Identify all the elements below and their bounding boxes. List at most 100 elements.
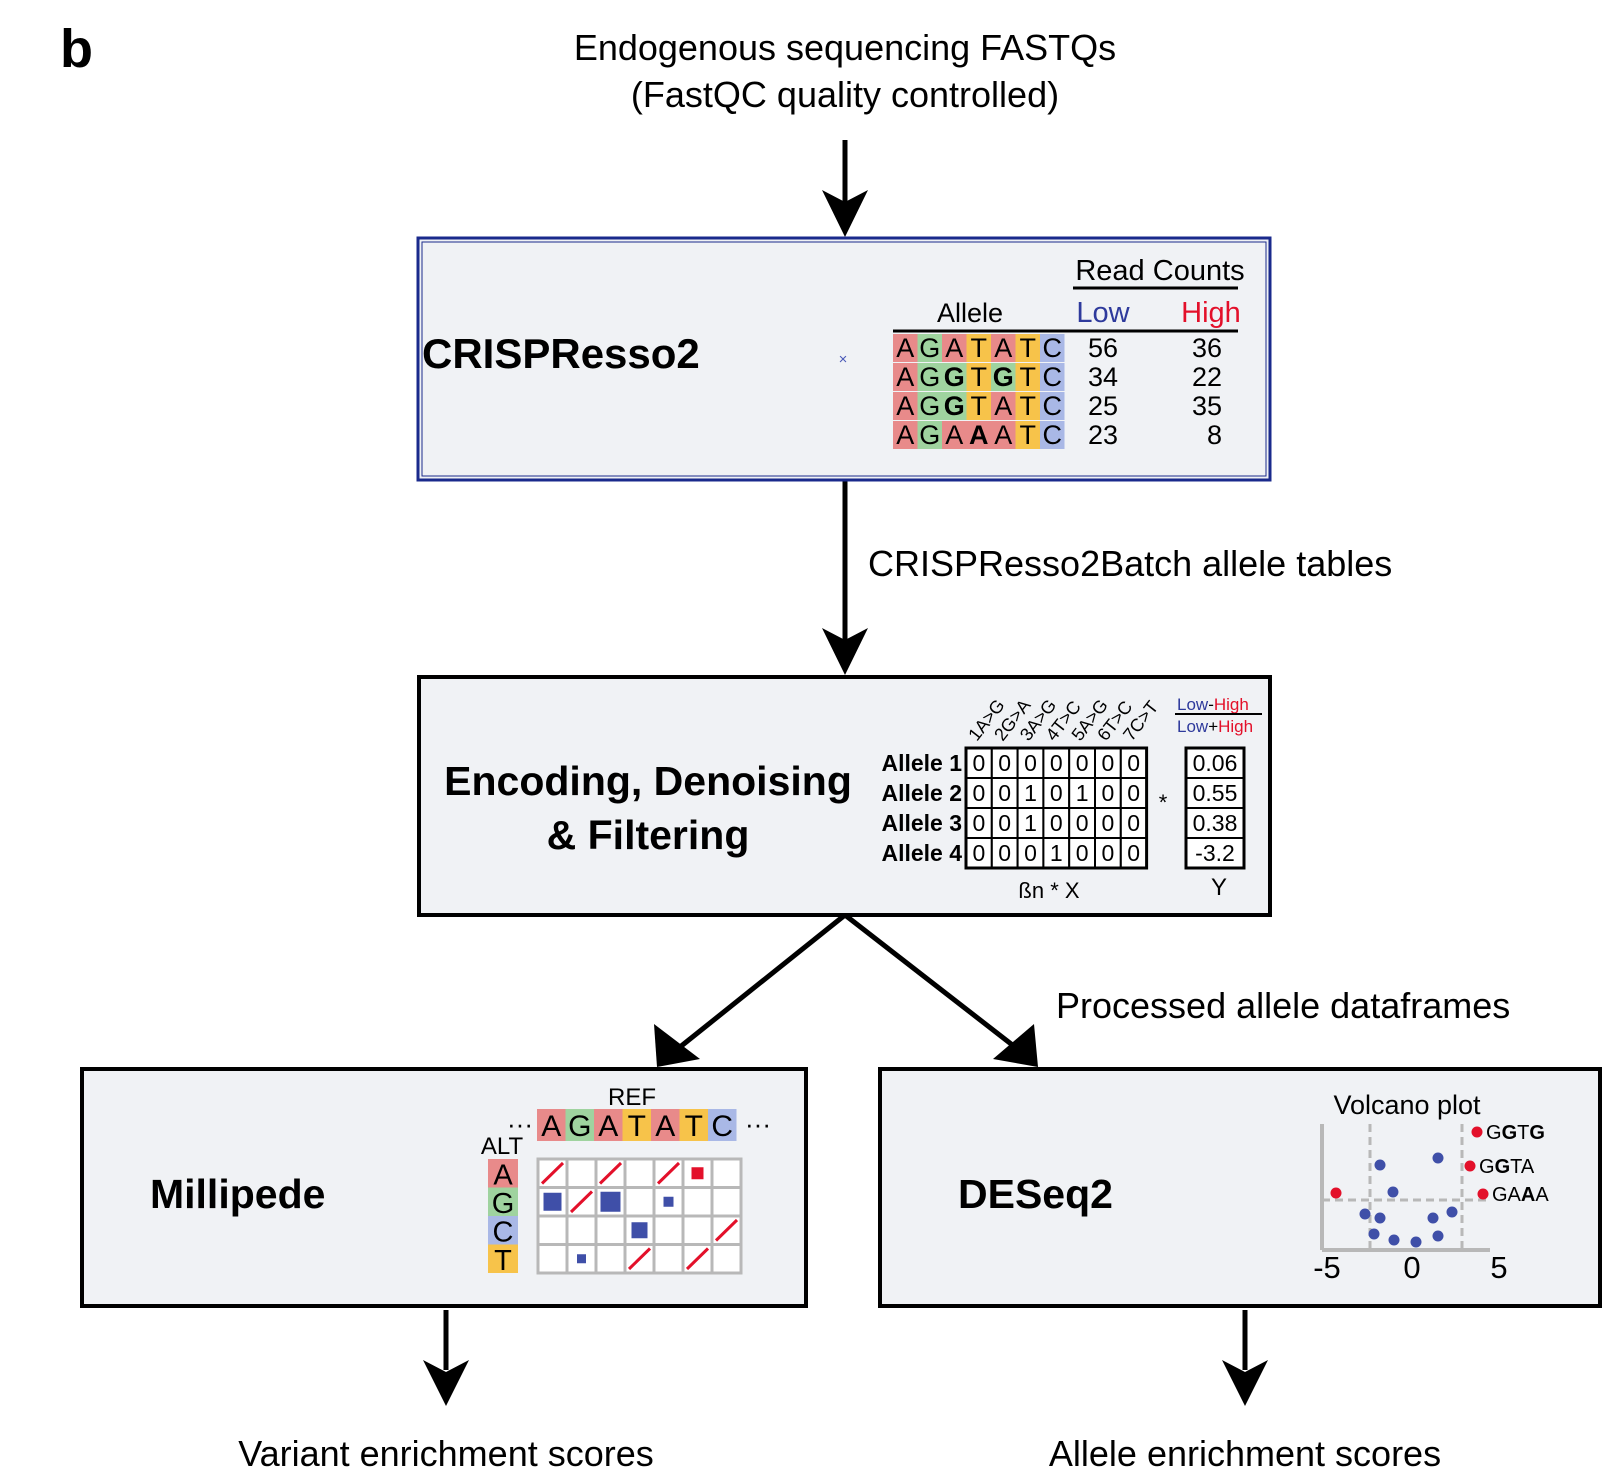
effect-square xyxy=(577,1254,586,1264)
allele-base-cell xyxy=(893,392,918,420)
allele-base-cell xyxy=(917,392,942,420)
x-caption: ßn * X xyxy=(1018,878,1079,903)
volcano-point-label: GGTG xyxy=(1486,1122,1545,1144)
allele-base-letter: A xyxy=(896,362,914,392)
y-value: -3.2 xyxy=(1195,840,1235,866)
allele-base-cell xyxy=(991,363,1016,391)
allele-base-letter: A xyxy=(896,420,914,450)
input-line2: (FastQC quality controlled) xyxy=(631,74,1059,115)
matrix-value: 0 xyxy=(1024,840,1037,866)
allele-row-label: Allele 1 xyxy=(881,750,962,776)
effect-diagonal xyxy=(598,1161,623,1185)
matrix-value: 0 xyxy=(1076,840,1089,866)
allele-row-label: Allele 2 xyxy=(881,780,962,806)
allele-base-letter: C xyxy=(1043,391,1063,421)
y-value: 0.06 xyxy=(1193,750,1238,776)
volcano-point-significant xyxy=(1330,1187,1342,1199)
arrow-crispresso-to-encoding xyxy=(822,480,868,675)
low-count: 56 xyxy=(1088,333,1118,363)
allele-base-cell xyxy=(991,334,1016,362)
matrix-value: 0 xyxy=(1076,750,1089,776)
volcano-point-label: GGTA xyxy=(1479,1156,1535,1178)
deseq-title: DESeq2 xyxy=(958,1171,1113,1217)
encoding-box: Encoding, Denoising & Filtering 1A>G2G>A… xyxy=(417,675,1272,917)
allele-base-letter: T xyxy=(971,362,988,392)
matrix-value: 0 xyxy=(1024,750,1037,776)
allele-base-cell xyxy=(1015,363,1040,391)
ref-base-letter: T xyxy=(628,1110,646,1143)
allele-base-letter: G xyxy=(919,391,940,421)
allele-base-cell xyxy=(1015,334,1040,362)
allele-base-cell xyxy=(942,334,967,362)
high-count: 8 xyxy=(1207,420,1222,450)
matrix-value: 0 xyxy=(1127,780,1140,806)
volcano-point xyxy=(1388,1234,1400,1246)
output-right: Allele enrichment scores xyxy=(1049,1433,1441,1471)
allele-base-letter: A xyxy=(896,333,914,363)
low-label: Low xyxy=(1076,297,1130,329)
alt-base-letter: T xyxy=(494,1245,512,1277)
matrix-value: 0 xyxy=(1102,750,1115,776)
matrix-cell xyxy=(965,807,993,839)
allele-base-letter: T xyxy=(971,391,988,421)
volcano-x-tick: 5 xyxy=(1490,1250,1507,1285)
read-counts-label: Read Counts xyxy=(1075,255,1244,287)
ref-base-cell xyxy=(565,1109,594,1141)
matrix-value: 1 xyxy=(1050,840,1063,866)
volcano-point-significant xyxy=(1464,1160,1476,1172)
allele-base-letter: A xyxy=(994,333,1012,363)
encoding-title-line1: Encoding, Denoising xyxy=(444,758,852,804)
volcano-point xyxy=(1359,1208,1371,1220)
allele-base-letter: T xyxy=(971,333,988,363)
allele-base-cell xyxy=(893,334,918,362)
matrix-cell xyxy=(990,807,1019,839)
matrix-value: 1 xyxy=(1024,810,1037,836)
y-header-denominator: Low+High xyxy=(1177,717,1253,736)
allele-base-cell xyxy=(991,421,1016,449)
alt-label: ALT xyxy=(481,1133,524,1160)
matrix-value: 0 xyxy=(998,810,1011,836)
panel-label: b xyxy=(60,19,93,79)
ref-base-letter: A xyxy=(598,1110,618,1143)
allele-base-cell xyxy=(917,363,942,391)
allele-base-cell xyxy=(966,421,991,449)
matrix-value: 0 xyxy=(998,750,1011,776)
allele-label: Allele xyxy=(937,298,1003,328)
allele-base-letter: C xyxy=(1043,362,1063,392)
allele-base-cell xyxy=(1040,392,1065,420)
volcano-point xyxy=(1432,1230,1444,1242)
volcano-title: Volcano plot xyxy=(1333,1090,1481,1120)
y-den-low: Low xyxy=(1177,717,1209,736)
ref-ellipsis-right: ··· xyxy=(745,1109,771,1139)
allele-base-cell xyxy=(942,363,967,391)
effect-square xyxy=(631,1222,648,1239)
alt-base-cell xyxy=(488,1187,518,1216)
arrow-deseq-to-output xyxy=(1222,1310,1268,1406)
alt-base-cell xyxy=(488,1244,518,1273)
matrix-value: 0 xyxy=(1050,750,1063,776)
matrix-value: 1 xyxy=(1024,780,1037,806)
allele-base-letter: A xyxy=(969,420,989,450)
volcano-x-tick: -5 xyxy=(1313,1250,1341,1285)
volcano-point-significant xyxy=(1471,1126,1483,1138)
arrow-encoding-to-millipede xyxy=(654,913,847,1067)
y-value: 0.55 xyxy=(1193,780,1238,806)
allele-base-cell xyxy=(966,392,991,420)
matrix-value: 0 xyxy=(1102,810,1115,836)
crispresso-title: CRISPResso2 xyxy=(422,330,700,377)
ref-base-letter: G xyxy=(568,1110,591,1143)
high-count: 22 xyxy=(1192,362,1222,392)
matrix-value: 0 xyxy=(973,780,986,806)
ref-base-cell xyxy=(679,1109,708,1141)
allele-base-letter: C xyxy=(1043,333,1063,363)
allele-base-letter: A xyxy=(994,391,1012,421)
allele-base-letter: A xyxy=(896,391,914,421)
low-count: 34 xyxy=(1088,362,1118,392)
allele-base-cell xyxy=(1040,421,1065,449)
ref-base-letter: A xyxy=(655,1110,675,1143)
crispresso-marker: × xyxy=(839,351,848,368)
